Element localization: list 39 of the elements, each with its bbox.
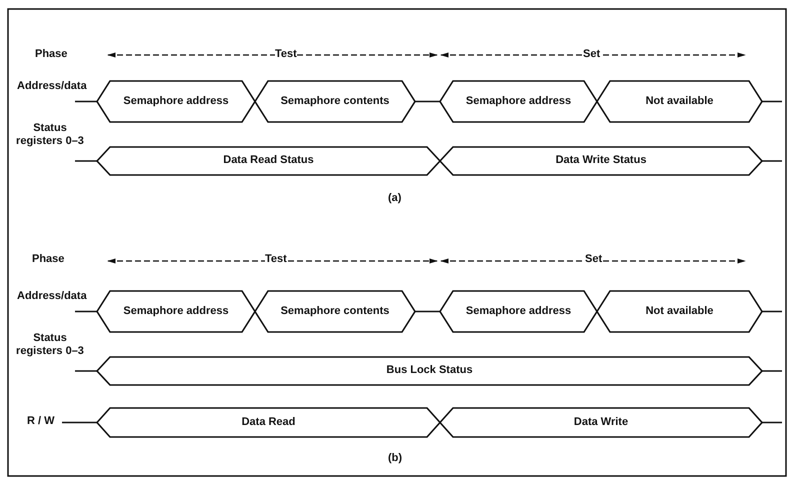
bus-segment xyxy=(597,291,762,332)
segment-label: Not available xyxy=(646,304,714,318)
segment-label: Data Read xyxy=(242,416,296,430)
bus-segment xyxy=(440,81,597,122)
bus-segment xyxy=(597,81,762,122)
signal-name: R / W xyxy=(27,415,54,427)
segment-label: Semaphore address xyxy=(123,304,229,318)
segment-label: Not available xyxy=(646,94,714,108)
segment-label: Data Write Status xyxy=(556,154,646,168)
bus-segment xyxy=(440,147,762,175)
bus-segment xyxy=(97,408,440,437)
bus-segment xyxy=(440,291,597,332)
segment-label: Semaphore contents xyxy=(280,304,390,318)
segment-label: Semaphore address xyxy=(123,94,229,108)
signal-name: (b) xyxy=(388,452,402,464)
segment-label: Semaphore contents xyxy=(280,94,390,108)
signal-name: Test xyxy=(275,48,297,60)
signal-name: Address/data xyxy=(17,290,87,302)
segment-label: Semaphore address xyxy=(466,94,572,108)
bus-segment xyxy=(440,408,762,437)
signal-name: Test xyxy=(265,253,287,265)
bus-segment xyxy=(97,81,255,122)
segment-label: Bus Lock Status xyxy=(386,364,473,378)
bus-segment xyxy=(97,357,762,385)
segment-label: Data Read Status xyxy=(223,154,314,168)
signal-line xyxy=(415,100,440,102)
signal-line xyxy=(415,310,440,312)
signal-name: Phase xyxy=(35,48,68,60)
signal-name: Set xyxy=(583,48,600,60)
bus-segment xyxy=(97,291,255,332)
segment-label: Data Write xyxy=(574,416,628,430)
bus-segment xyxy=(255,291,415,332)
signal-name: (a) xyxy=(388,192,402,204)
signal-name: Address/data xyxy=(17,80,87,92)
signal-name: Phase xyxy=(32,253,64,265)
bus-segment xyxy=(97,147,440,175)
signal-name: Set xyxy=(585,253,602,265)
bus-segment xyxy=(255,81,415,122)
segment-label: Semaphore address xyxy=(466,304,572,318)
